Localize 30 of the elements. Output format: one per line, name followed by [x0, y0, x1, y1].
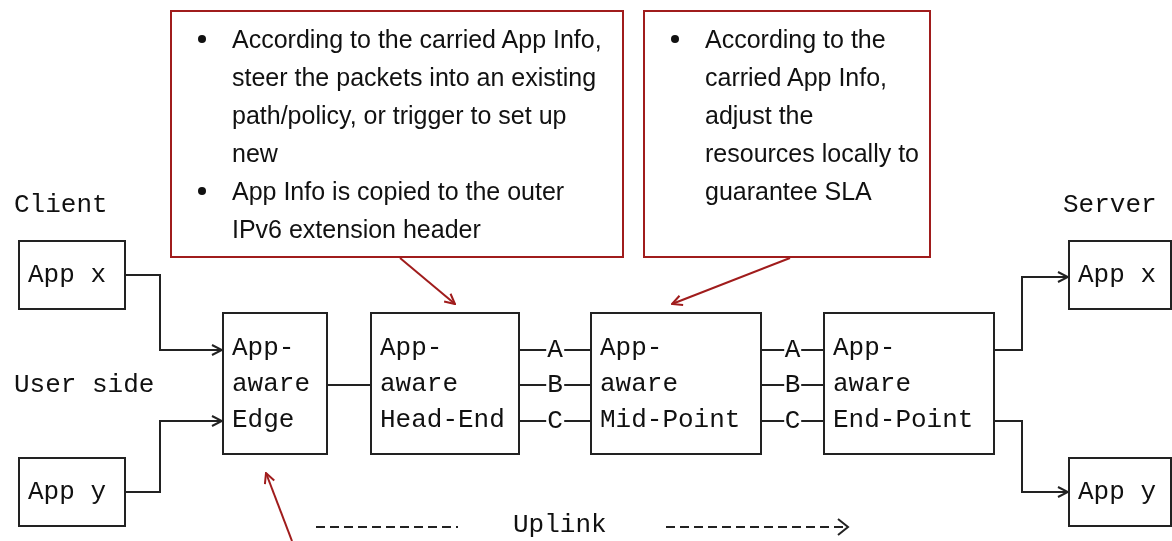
node-box	[18, 457, 126, 527]
leader-arrow	[399, 257, 456, 305]
connector-line	[327, 384, 371, 386]
arrow	[994, 420, 1069, 498]
node-label: App y	[28, 476, 106, 509]
callout-text: According to the carried App Info, steer the packets into an existing path/policy, or trigger to set up new	[232, 25, 602, 167]
node-box	[370, 312, 520, 455]
direction-label: Uplink	[513, 510, 607, 540]
node-box	[222, 312, 328, 455]
arrow	[125, 274, 223, 356]
node-label: App- aware Mid-Point	[600, 331, 741, 437]
leader-arrow	[263, 472, 293, 541]
node-label: App x	[28, 259, 106, 292]
arrow	[994, 271, 1069, 351]
node-box	[1068, 240, 1172, 310]
node-label: App- aware End-Point	[833, 331, 974, 437]
callout-box	[643, 10, 931, 258]
node-box	[1068, 457, 1172, 527]
node-label: App- aware Edge	[232, 331, 311, 437]
node-label: App y	[1078, 476, 1156, 509]
node-box	[823, 312, 995, 455]
arrow	[125, 415, 223, 493]
node-label: App- aware Head-End	[380, 331, 505, 437]
node-box	[18, 240, 126, 310]
leader-arrow	[671, 257, 791, 307]
node-box	[590, 312, 762, 455]
node-label: App x	[1078, 259, 1156, 292]
callout-box	[170, 10, 624, 258]
callout-text: According to the carried App Info, adjust the resources locally to guarantee SLA	[705, 25, 919, 205]
callout-text: App Info is copied to the outer IPv6 extension header	[232, 177, 565, 243]
